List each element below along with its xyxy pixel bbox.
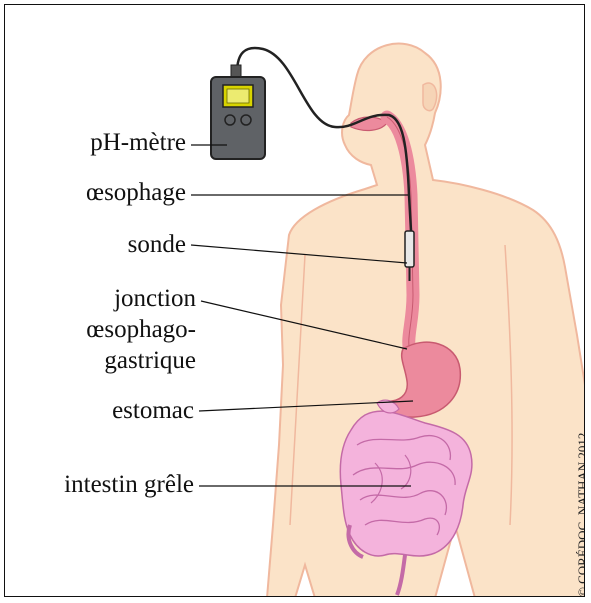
label-sonde: sonde: [128, 231, 186, 259]
anatomy-illustration: [5, 5, 585, 597]
probe-sensor: [405, 231, 414, 267]
figure-frame: pH-mètre œsophage sonde jonction œsophag…: [4, 4, 585, 597]
label-oesophage: œsophage: [86, 179, 186, 207]
label-intestin: intestin grêle: [64, 471, 194, 499]
label-ph-metre: pH-mètre: [90, 129, 186, 157]
ear: [423, 83, 437, 111]
label-estomac: estomac: [112, 397, 194, 425]
label-jonction-line2: œsophago-: [86, 316, 196, 344]
label-jonction-line3: gastrique: [104, 347, 196, 375]
label-jonction-line1: jonction: [114, 285, 196, 313]
copyright-notice: © CORÉDOC, NATHAN 2012: [575, 433, 585, 597]
